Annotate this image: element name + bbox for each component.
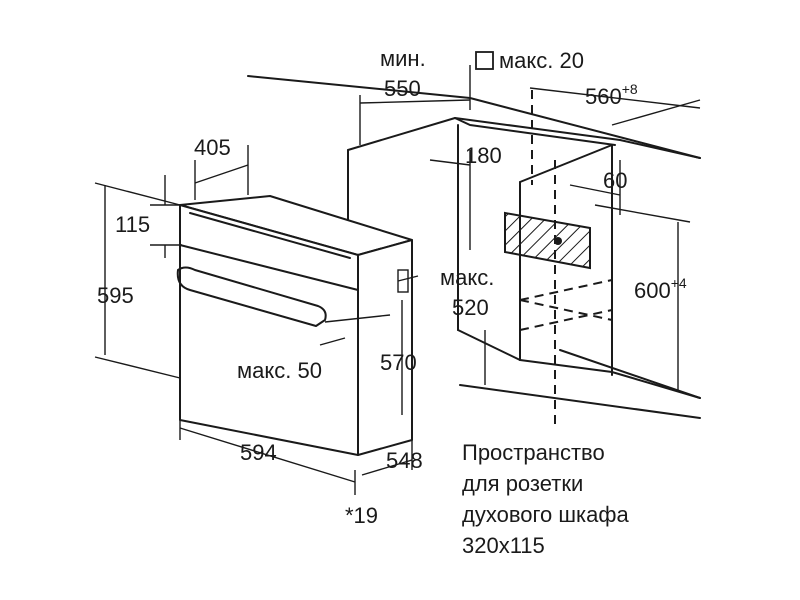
cabinet-niche — [347, 90, 701, 425]
note-line-3: духового шкафа — [462, 502, 629, 527]
label-footnote-19: *19 — [345, 503, 378, 528]
label-594: 594 — [240, 440, 277, 465]
label-max-20: макс. 20 — [499, 48, 584, 73]
note-line-2: для розетки — [462, 471, 583, 496]
label-60: 60 — [603, 168, 627, 193]
socket-area — [504, 211, 591, 270]
label-550: 550 — [384, 76, 421, 101]
note-line-1: Пространство — [462, 440, 605, 465]
label-520: 520 — [452, 295, 489, 320]
label-595: 595 — [97, 283, 134, 308]
label-405: 405 — [194, 135, 231, 160]
label-560: 560+8 — [585, 81, 638, 109]
label-115: 115 — [115, 212, 150, 237]
label-max-50: макс. 50 — [237, 358, 322, 383]
label-600-sup: +4 — [671, 275, 687, 291]
note-line-4: 320x115 — [462, 533, 545, 558]
dimension-lines — [94, 65, 701, 495]
label-180: 180 — [465, 143, 502, 168]
label-548: 548 — [386, 448, 423, 473]
label-570: 570 — [380, 350, 417, 375]
label-min: мин. — [380, 46, 426, 71]
square-symbol-icon — [475, 51, 494, 70]
socket-note: Пространство для розетки духового шкафа … — [462, 440, 629, 558]
label-max: макс. — [440, 265, 494, 290]
oven-body — [176, 195, 419, 456]
label-560-sup: +8 — [622, 81, 638, 97]
label-600: 600+4 — [634, 275, 687, 303]
